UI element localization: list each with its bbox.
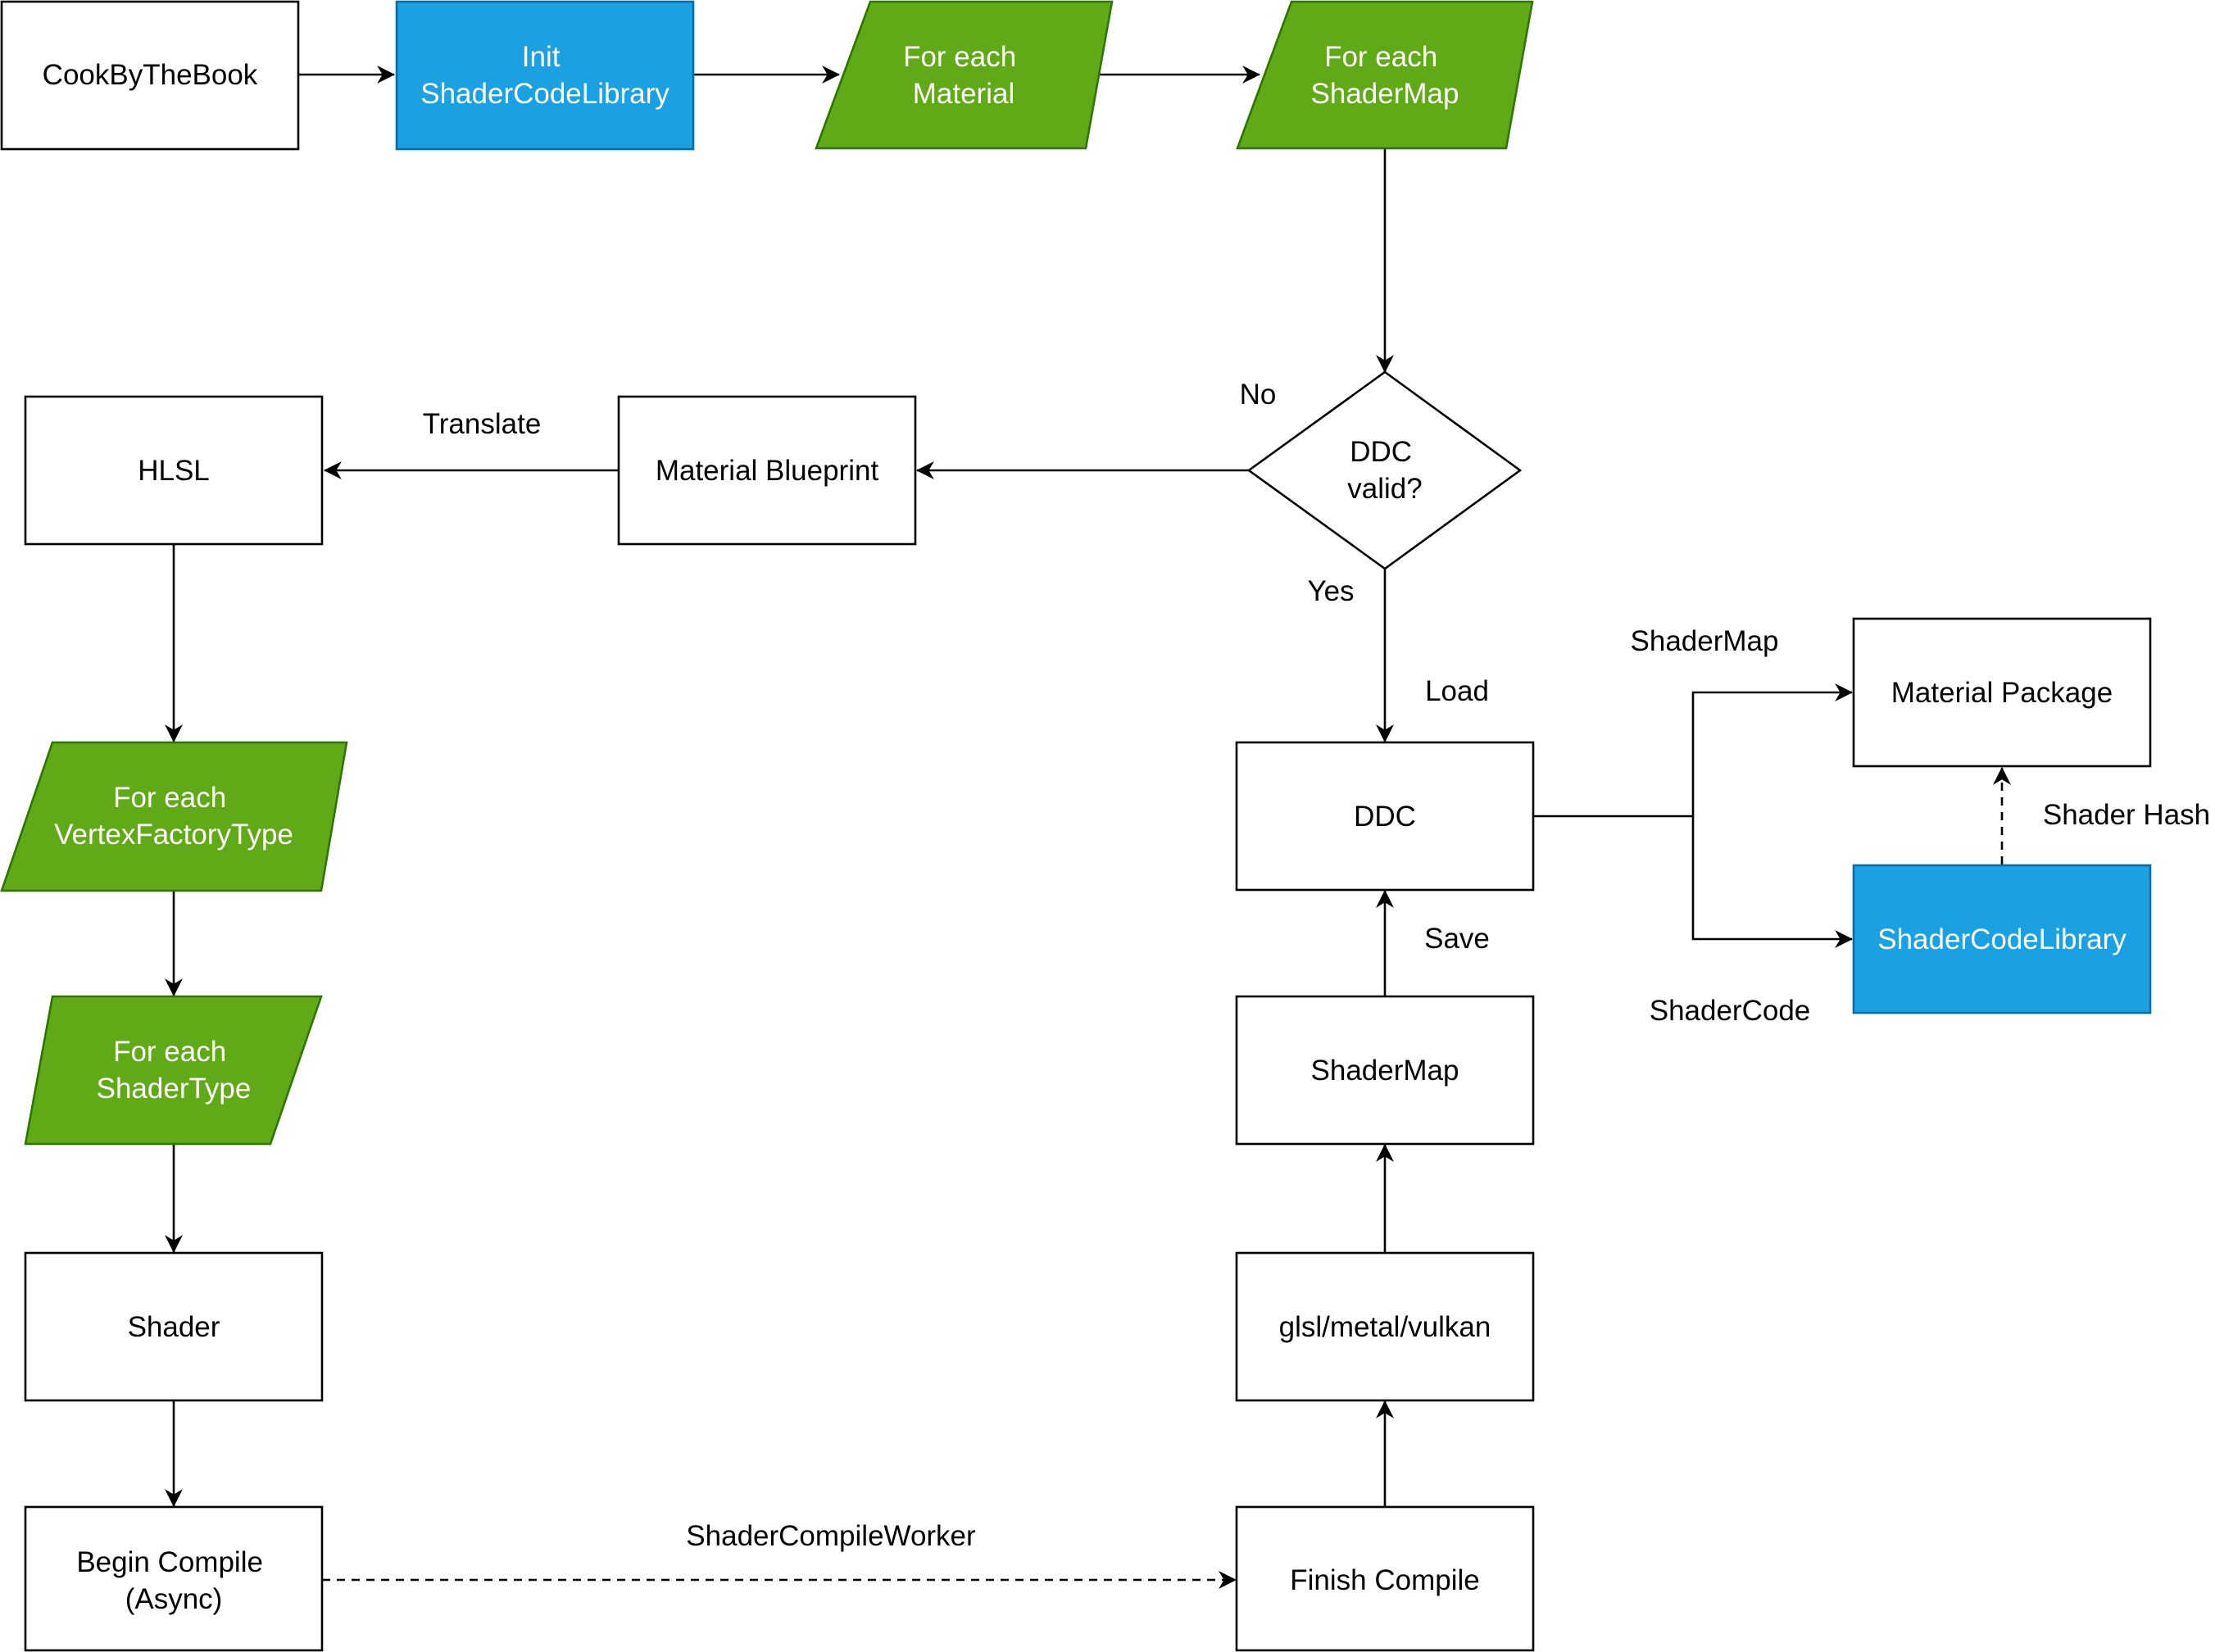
material-package-node	[1852, 617, 2152, 768]
for-each-shader-type-node	[24, 995, 323, 1146]
shader-hash-label: Shader Hash	[2043, 799, 2210, 831]
edge-labels: No Yes Translate Load Save ShaderCompile…	[423, 379, 2210, 1552]
edge-ddc-to-material-package	[1533, 683, 1854, 818]
init-shader-code-library-label: Init ShaderCodeLibrary	[420, 41, 669, 110]
ddc-label: DDC	[1354, 801, 1416, 833]
material-blueprint-node	[617, 395, 917, 546]
shadermap-edge-label: ShaderMap	[1631, 625, 1779, 657]
shader-label: Shader	[128, 1311, 220, 1343]
for-each-shadermap-node	[1236, 0, 1534, 150]
hlsl-node	[24, 395, 324, 546]
for-each-vertex-factory-type-node	[0, 741, 348, 892]
begin-compile-node	[24, 1505, 324, 1652]
ddc-valid-decision	[1246, 370, 1523, 570]
translate-label: Translate	[423, 408, 542, 440]
for-each-shadermap-label: For each ShaderMap	[1311, 41, 1459, 110]
cook-by-the-book-node	[0, 0, 300, 151]
begin-compile-label: Begin Compile (Async)	[76, 1546, 270, 1615]
shader-code-library-node	[1852, 864, 2152, 1014]
for-each-material-node	[815, 0, 1114, 150]
for-each-vertex-factory-type-label: For each VertexFactoryType	[54, 782, 293, 851]
shader-node	[24, 1251, 324, 1402]
edges	[165, 66, 2011, 1589]
shadermap-node	[1235, 995, 1535, 1146]
no-label: No	[1240, 379, 1277, 411]
material-package-label: Material Package	[1891, 677, 2113, 709]
finish-compile-label: Finish Compile	[1290, 1564, 1479, 1596]
save-label: Save	[1424, 923, 1490, 955]
finish-compile-node	[1235, 1505, 1535, 1652]
glsl-metal-vulkan-label: glsl/metal/vulkan	[1279, 1311, 1491, 1343]
glsl-metal-vulkan-node	[1235, 1251, 1535, 1402]
shader-code-library-label: ShaderCodeLibrary	[1877, 924, 2126, 955]
ddc-node	[1235, 741, 1535, 892]
for-each-shader-type-label: For each ShaderType	[97, 1036, 252, 1105]
edge-ddc-to-shader-code-library	[1691, 816, 1854, 948]
shadercompileworker-label: ShaderCompileWorker	[686, 1520, 976, 1552]
hlsl-label: HLSL	[138, 455, 210, 487]
init-shader-code-library-node	[395, 0, 695, 151]
ddc-valid-label: DDC valid?	[1347, 436, 1422, 505]
nodes	[0, 0, 2152, 1652]
shadercode-edge-label: ShaderCode	[1650, 995, 1811, 1027]
material-blueprint-label: Material Blueprint	[656, 455, 879, 487]
yes-label: Yes	[1307, 575, 1354, 607]
for-each-material-label: For each Material	[903, 41, 1024, 110]
shadermap-label: ShaderMap	[1311, 1055, 1459, 1087]
load-label: Load	[1425, 675, 1489, 707]
node-labels: CookByTheBook Init ShaderCodeLibrary For…	[43, 41, 2127, 1615]
cook-by-the-book-label: CookByTheBook	[43, 59, 258, 91]
